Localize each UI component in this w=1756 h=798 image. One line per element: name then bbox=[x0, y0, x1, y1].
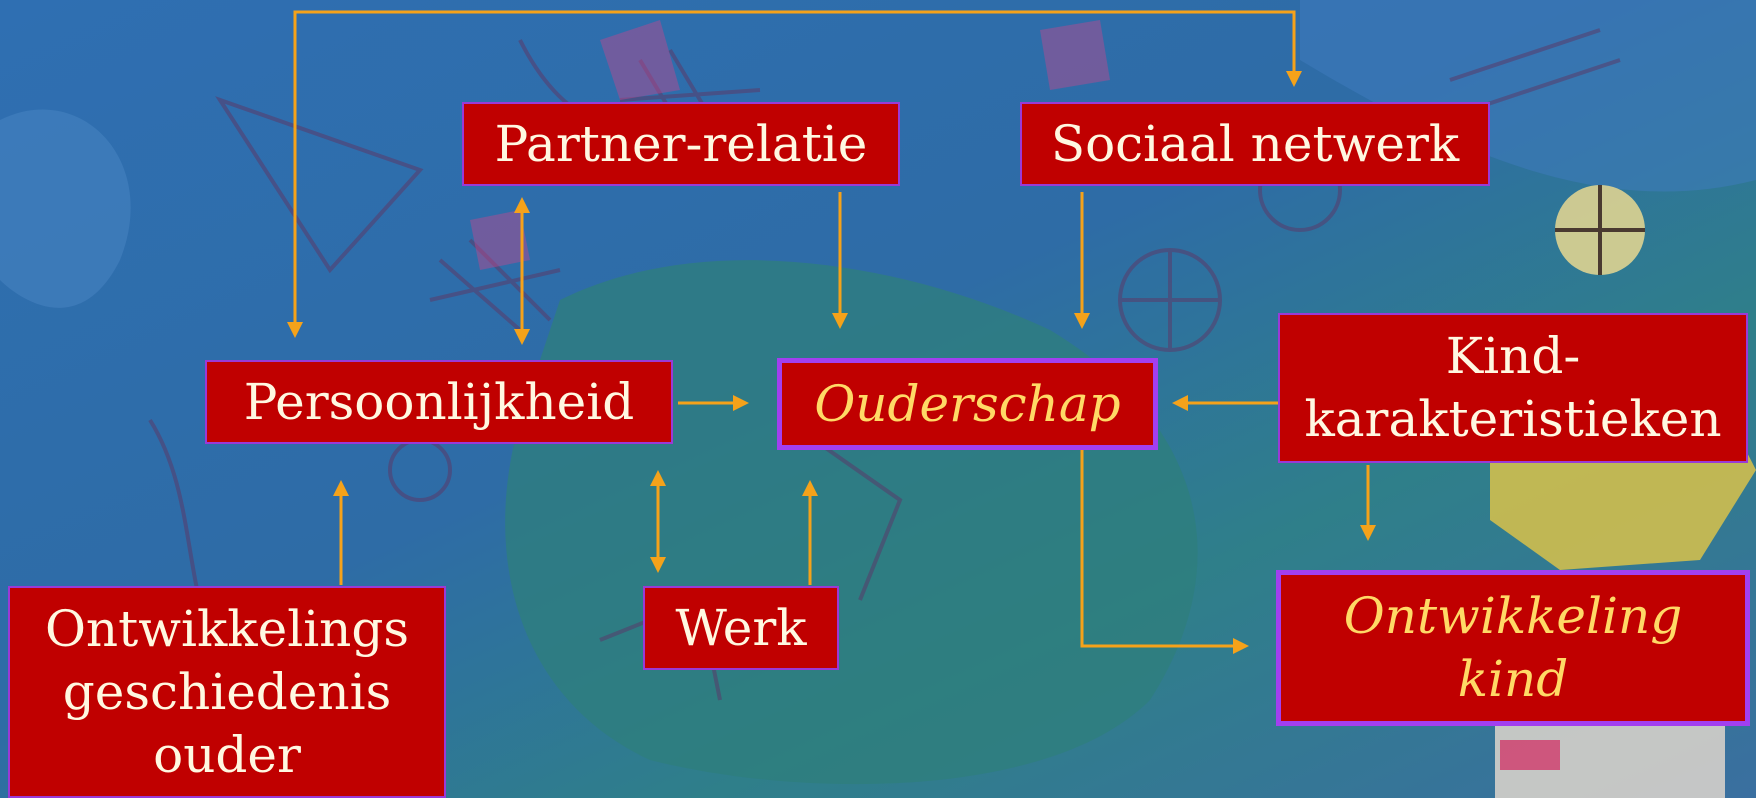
arrow-ouderschap-ontwkind bbox=[1080, 450, 1249, 654]
node-label: Sociaal netwerk bbox=[1050, 114, 1460, 173]
node-label: Werk bbox=[675, 598, 807, 657]
node-label: Ouderschap bbox=[814, 374, 1121, 433]
node-label-line1: Ontwikkeling bbox=[1343, 587, 1683, 645]
node-label: Partner-relatie bbox=[494, 114, 868, 173]
node-label-line2: karakteristieken bbox=[1304, 390, 1722, 448]
node-ontwikkelings-geschiedenis-ouder: Ontwikkelings geschiedenis ouder bbox=[8, 586, 446, 798]
node-label-line2: geschiedenis bbox=[62, 662, 392, 721]
node-werk: Werk bbox=[643, 586, 839, 670]
node-ouderschap: Ouderschap bbox=[777, 358, 1158, 450]
node-label-line2: kind bbox=[1457, 650, 1569, 708]
node-label-line1: Kind- bbox=[1445, 327, 1581, 385]
node-label-line3: ouder bbox=[153, 725, 301, 784]
node-sociaal-netwerk: Sociaal netwerk bbox=[1020, 102, 1490, 186]
node-partner-relatie: Partner-relatie bbox=[462, 102, 900, 186]
node-label: Persoonlijkheid bbox=[243, 372, 635, 431]
node-kind-karakteristieken: Kind- karakteristieken bbox=[1278, 313, 1748, 463]
node-label-line1: Ontwikkelings bbox=[44, 599, 410, 658]
node-persoonlijkheid: Persoonlijkheid bbox=[205, 360, 673, 444]
arrow-top-loop bbox=[287, 10, 1302, 338]
node-ontwikkeling-kind: Ontwikkeling kind bbox=[1276, 570, 1750, 726]
